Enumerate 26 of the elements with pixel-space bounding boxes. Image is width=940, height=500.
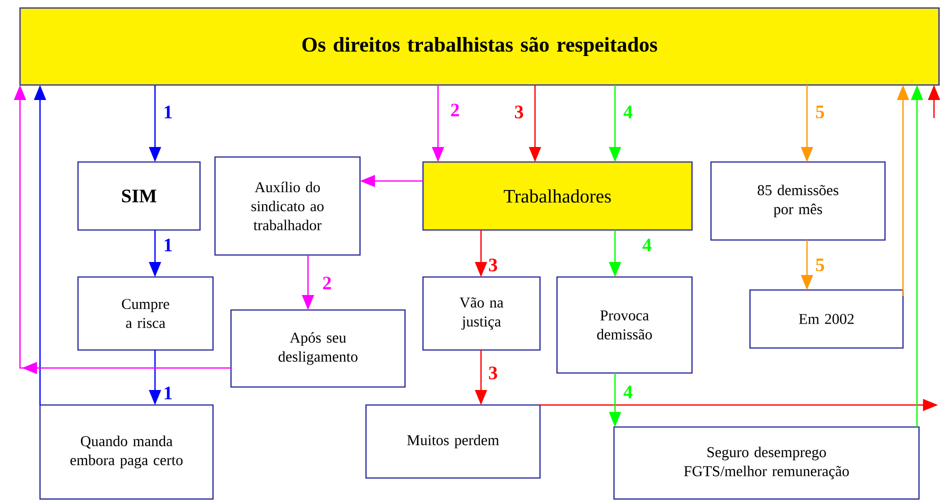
- edge-label: 2: [321, 276, 333, 290]
- process-box: Vão na justiça: [422, 276, 541, 351]
- process-box: Trabalhadores: [422, 161, 693, 231]
- process-box: Após seu desligamento: [230, 309, 406, 388]
- process-box: Provoca demissão: [556, 276, 693, 374]
- edge-label: 5: [814, 104, 826, 120]
- process-box: Auxílio do sindicato ao trabalhador: [214, 156, 361, 256]
- process-box: 85 demissões por mês: [710, 161, 886, 241]
- process-box: SIM: [77, 161, 201, 231]
- edge-label: 4: [622, 104, 634, 120]
- edge-label: 2: [449, 102, 461, 118]
- process-box: Cumpre a risca: [77, 276, 214, 351]
- edge-label: 3: [487, 366, 499, 380]
- edge-label: 5: [814, 258, 826, 272]
- process-box: Muitos perdem: [365, 404, 541, 479]
- process-box: Em 2002: [749, 289, 904, 349]
- edge-label: 3: [513, 104, 525, 120]
- title-banner: Os direitos trabalhistas são respeitados: [19, 7, 940, 86]
- edge-label: 1: [162, 104, 174, 120]
- edge-label: 1: [162, 238, 174, 252]
- edge-label: 1: [162, 386, 174, 400]
- process-box: Seguro desemprego FGTS/melhor remuneração: [613, 426, 920, 500]
- edge-label: 4: [641, 238, 653, 252]
- edge-label: 3: [487, 258, 499, 272]
- edge-label: 4: [622, 384, 634, 400]
- process-box: Quando manda embora paga certo: [39, 404, 214, 500]
